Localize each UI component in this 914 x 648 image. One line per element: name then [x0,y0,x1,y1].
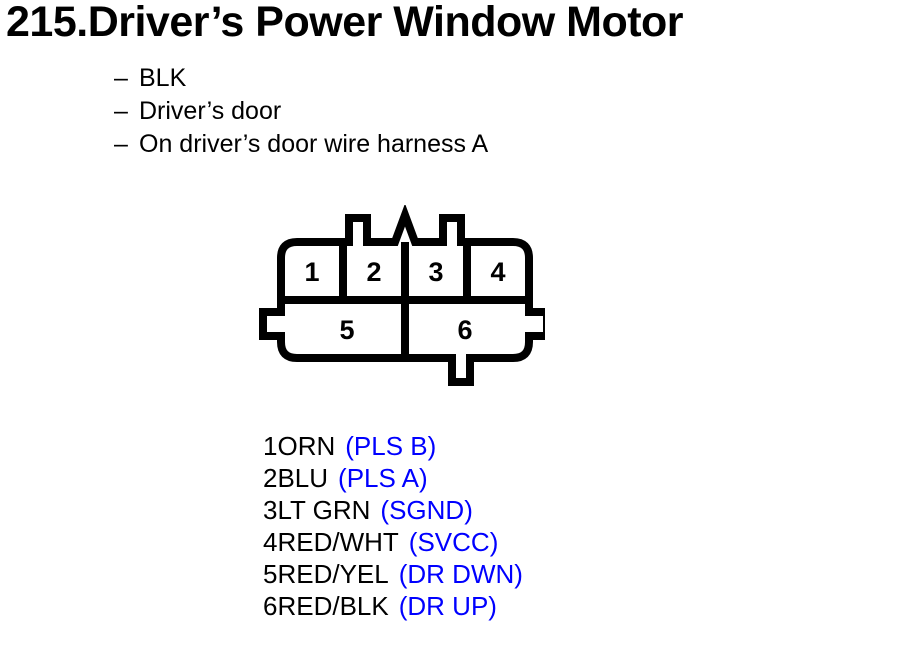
cavity-number-5: 5 [339,315,354,345]
pinout-wire-color: ORN [277,431,336,461]
list-item: – BLK [114,62,814,95]
pinout-pin-number: 6 [263,591,278,621]
cavity-number-6: 6 [457,315,472,345]
notes-list: – BLK – Driver’s door – On driver’s door… [114,62,814,161]
pinout-signal-name: (SVCC) [408,527,499,557]
connector-diagram: 1 2 3 4 5 6 [255,205,545,395]
page-title: 215.Driver’s Power Window Motor [6,0,684,46]
cavity-number-2: 2 [366,257,381,287]
dash-bullet-icon: – [114,130,128,158]
pinout-pin-number: 3 [263,495,278,525]
cavity-number-1: 1 [304,257,319,287]
pinout-row: 6RED/BLK (DR UP) [263,590,523,622]
list-item: – On driver’s door wire harness A [114,128,814,161]
pinout-wire-color: BLU [277,463,329,493]
cavity-number-4: 4 [490,257,505,287]
list-item-label: On driver’s door wire harness A [139,130,489,158]
pinout-signal-name: (DR UP) [398,591,497,621]
list-item-label: Driver’s door [139,97,282,125]
pinout-pin-number: 1 [263,431,278,461]
list-item-label: BLK [139,64,187,92]
pinout-signal-name: (DR DWN) [398,559,523,589]
pinout-list: 1ORN(PLS B) 2BLU(PLS A) 3LT GRN(SGND) 4R… [263,430,523,622]
cavity-number-3: 3 [428,257,443,287]
pinout-pin-number: 2 [263,463,278,493]
connector-svg: 1 2 3 4 5 6 [259,205,545,386]
dash-bullet-icon: – [114,97,128,125]
pinout-pin-number: 4 [263,527,278,557]
pinout-wire-color: RED/YEL [277,559,389,589]
pinout-wire-color: LT GRN [277,495,371,525]
pinout-row: 5RED/YEL (DR DWN) [263,558,523,590]
pinout-row: 3LT GRN (SGND) [263,494,523,526]
pinout-pin-number: 5 [263,559,278,589]
pinout-signal-name: (PLS B) [345,431,437,461]
pinout-row: 1ORN (PLS B) [263,430,523,462]
connector-outline [259,205,545,386]
pinout-signal-name: (PLS A) [338,463,428,493]
pinout-wire-color: RED/WHT [277,527,399,557]
pinout-wire-color: RED/BLK [277,591,389,621]
pinout-row: 2BLU (PLS A) [263,462,523,494]
dash-bullet-icon: – [114,64,128,92]
list-item: – Driver’s door [114,95,814,128]
pinout-row: 4RED/WHT (SVCC) [263,526,523,558]
pinout-signal-name: (SGND) [380,495,473,525]
